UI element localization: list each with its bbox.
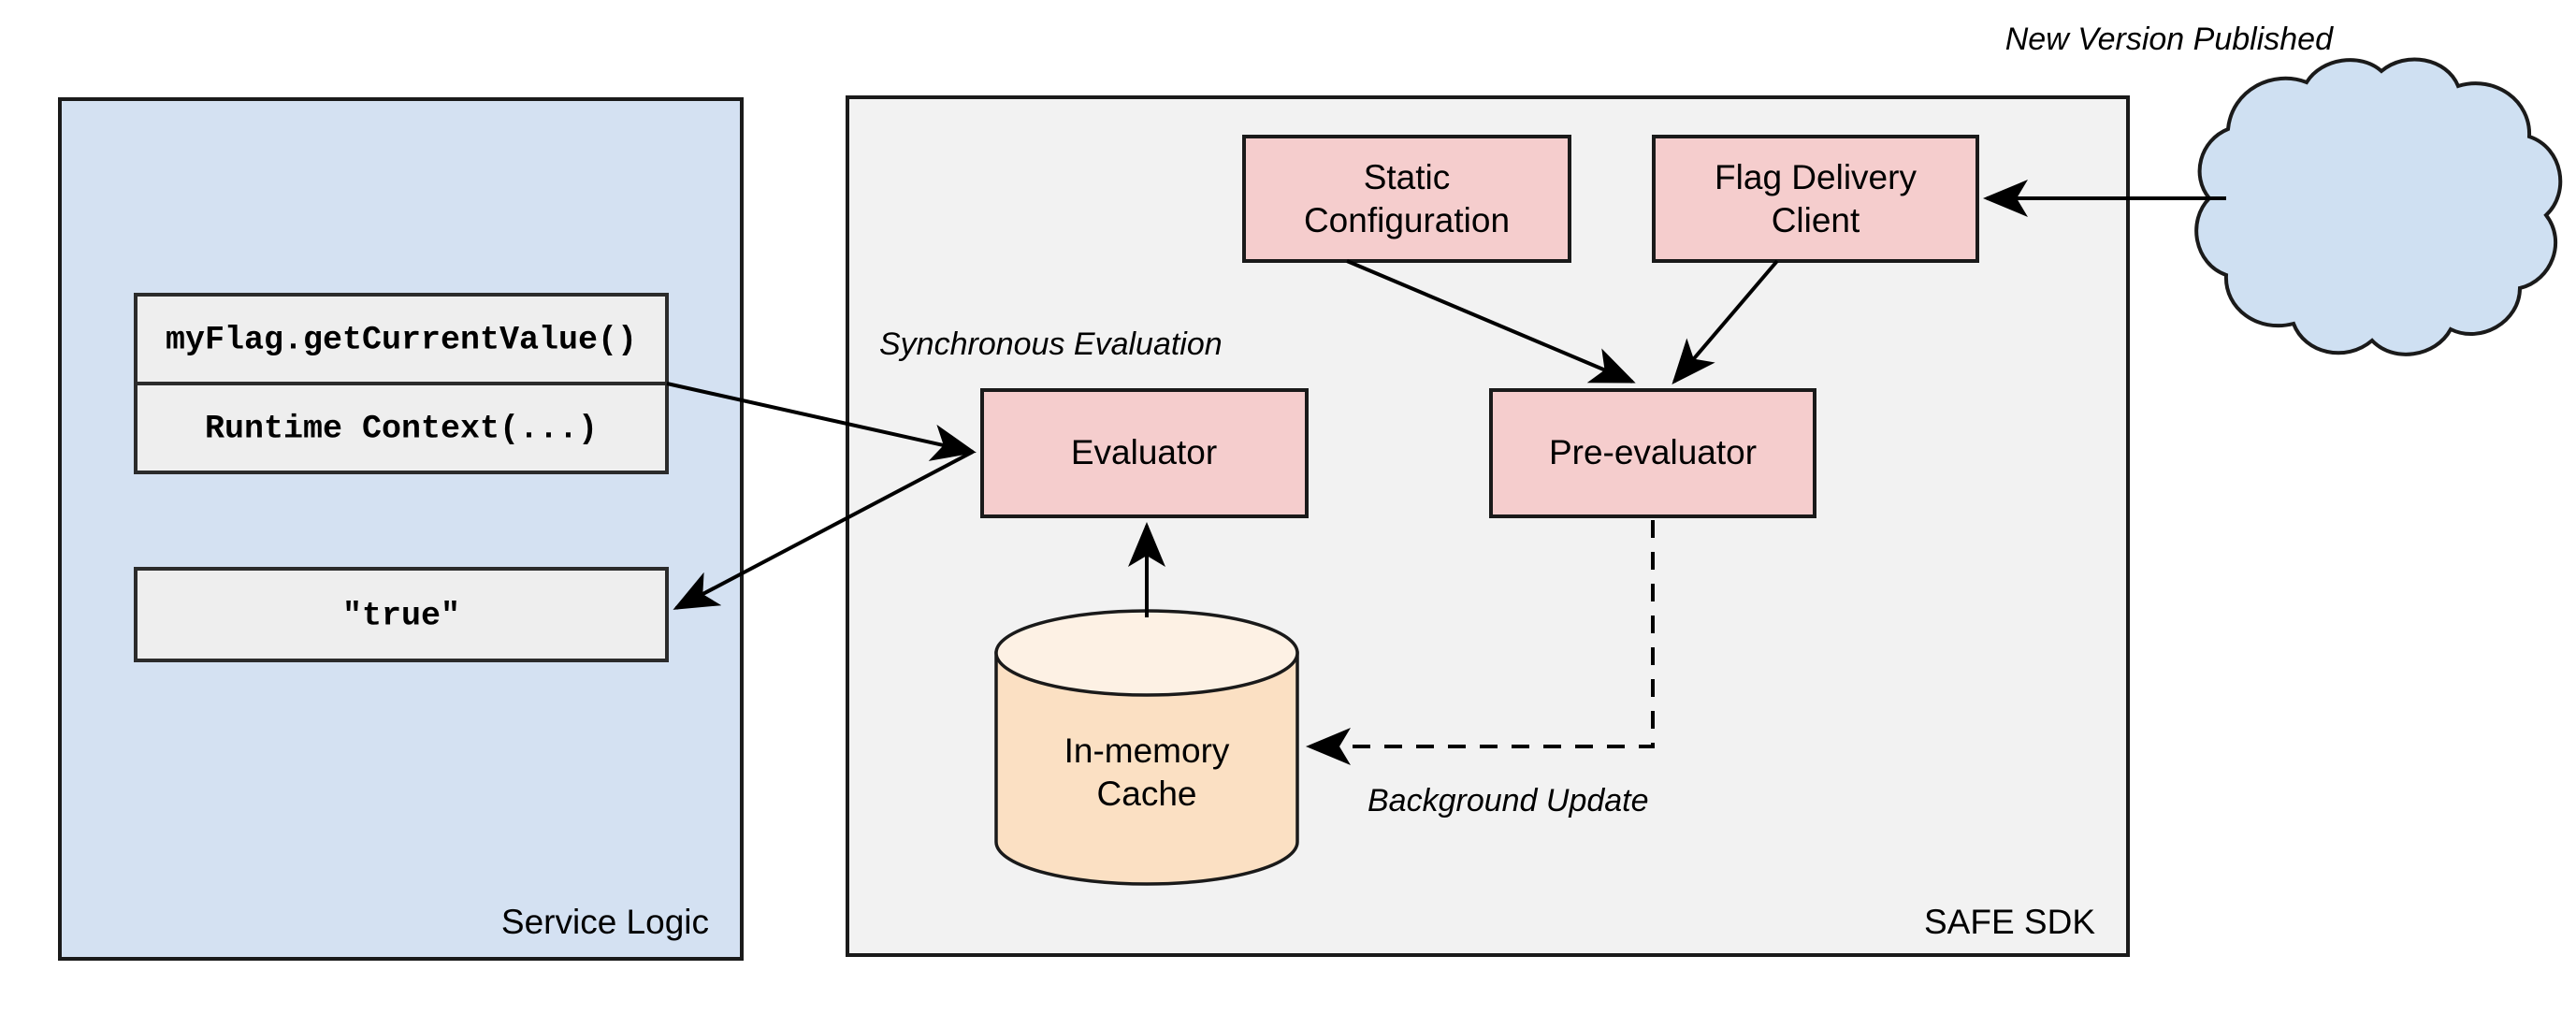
evaluator-rect [980,388,1309,518]
flag-delivery-client-label-line2: Client [1772,201,1860,239]
pre-evaluator-node: Pre-evaluator [1489,388,1816,518]
flag-result-box: "true" [134,567,669,662]
flag-call-box: myFlag.getCurrentValue() Runtime Context… [134,293,669,474]
flag-result-value: "true" [342,597,460,634]
safe-sdk-panel-label: SAFE SDK [1924,903,2095,941]
edge-evaluator-to-result [673,450,974,610]
pre-evaluator-rect [1489,388,1816,518]
in-memory-cache-cylinder-body [994,651,1299,886]
flag-call-expression: myFlag.getCurrentValue() [166,321,637,358]
edge-static-config-to-pre-evaluator [1346,259,1636,384]
static-configuration-label-line2: Configuration [1304,201,1510,239]
flag-delivery-client-node: Flag Delivery Client [1652,135,1979,263]
flag-delivery-client-label-line1: Flag Delivery [1715,158,1917,196]
edge-pre-evaluator-to-cache-background [1306,520,1655,765]
cloud-icon [2194,57,2563,356]
flag-delivery-client-rect [1652,135,1979,263]
new-version-published-annotation: New Version Published [2005,22,2334,57]
static-configuration-label-line1: Static [1364,158,1451,196]
evaluator-node: Evaluator [980,388,1309,518]
evaluator-label: Evaluator [1071,433,1217,471]
in-memory-cache-node: In-memory Cache [994,609,1299,886]
synchronous-evaluation-annotation: Synchronous Evaluation [879,326,1223,362]
static-configuration-node: Static Configuration [1242,135,1571,263]
pre-evaluator-label: Pre-evaluator [1549,433,1757,471]
static-configuration-rect [1242,135,1571,263]
background-update-annotation: Background Update [1368,783,1649,818]
runtime-context-expression: Runtime Context(...) [205,410,598,447]
in-memory-cache-label-line1: In-memory [1064,732,1230,770]
in-memory-cache-cylinder-top [994,609,1299,697]
in-memory-cache-label-line2: Cache [1097,775,1197,813]
edge-flag-delivery-to-pre-evaluator [1672,259,1779,385]
remote-source-cloud: New Version Published [2005,22,2563,356]
flag-result-box-rect [134,567,669,662]
service-logic-panel: Service Logic [58,97,744,961]
service-logic-panel-rect [58,97,744,961]
edge-call-to-evaluator [666,382,977,461]
service-logic-panel-label: Service Logic [501,903,709,941]
